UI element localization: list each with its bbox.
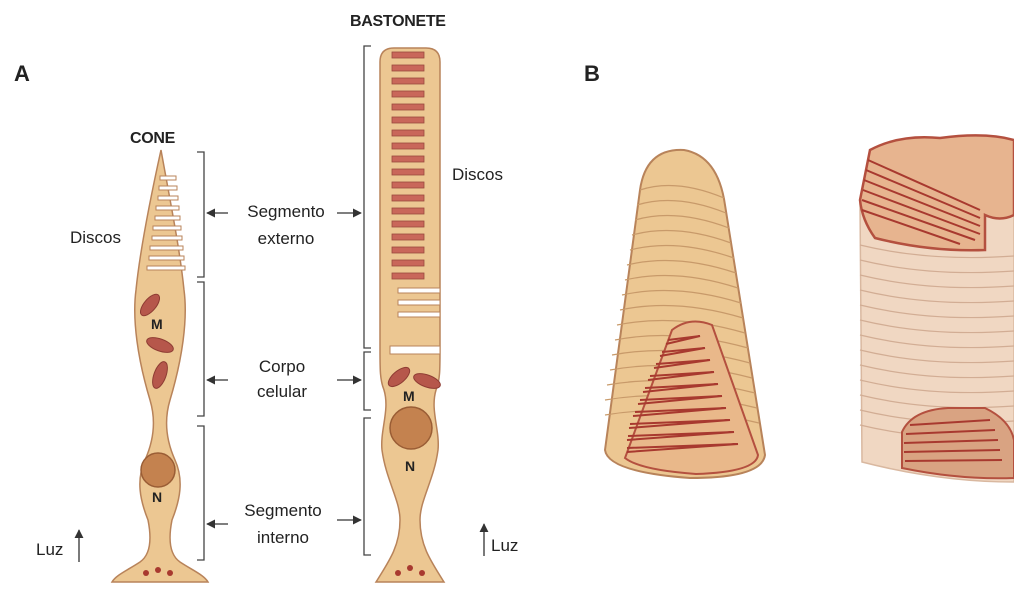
rod-nucleus-label: N [405,458,415,476]
outer-segment-line-2: externo [236,228,336,249]
cone-mito-label: M [151,316,163,334]
rod-title: BASTONETE [350,12,446,32]
cone-nucleus [141,453,175,487]
rod-3d-illustration [860,135,1014,482]
cone-luz-label: Luz [36,539,63,560]
rod-mito-label: M [403,388,415,406]
outer-segment-label: Segmento externo [236,201,336,250]
inner-segment-label: Segmento interno [233,500,333,549]
rod-cell [376,48,444,582]
rod-discos-label: Discos [452,164,503,185]
inner-segment-line-1: Segmento [233,500,333,521]
inner-segment-line-2: interno [233,527,333,548]
cone-nucleus-label: N [152,489,162,507]
outer-segment-line-1: Segmento [236,201,336,222]
region-brackets [197,46,371,560]
cone-discos-label: Discos [70,227,121,248]
cone-title: CONE [130,129,175,149]
cone-cell [112,150,208,582]
cell-body-line-2: celular [232,381,332,402]
rod-nucleus [390,407,432,449]
panel-label-b: B [584,60,600,88]
rod-luz-label: Luz [491,535,518,556]
panel-label-a: A [14,60,30,88]
cell-body-label: Corpo celular [232,356,332,403]
cell-body-line-1: Corpo [232,356,332,377]
cone-3d-illustration [605,150,765,478]
